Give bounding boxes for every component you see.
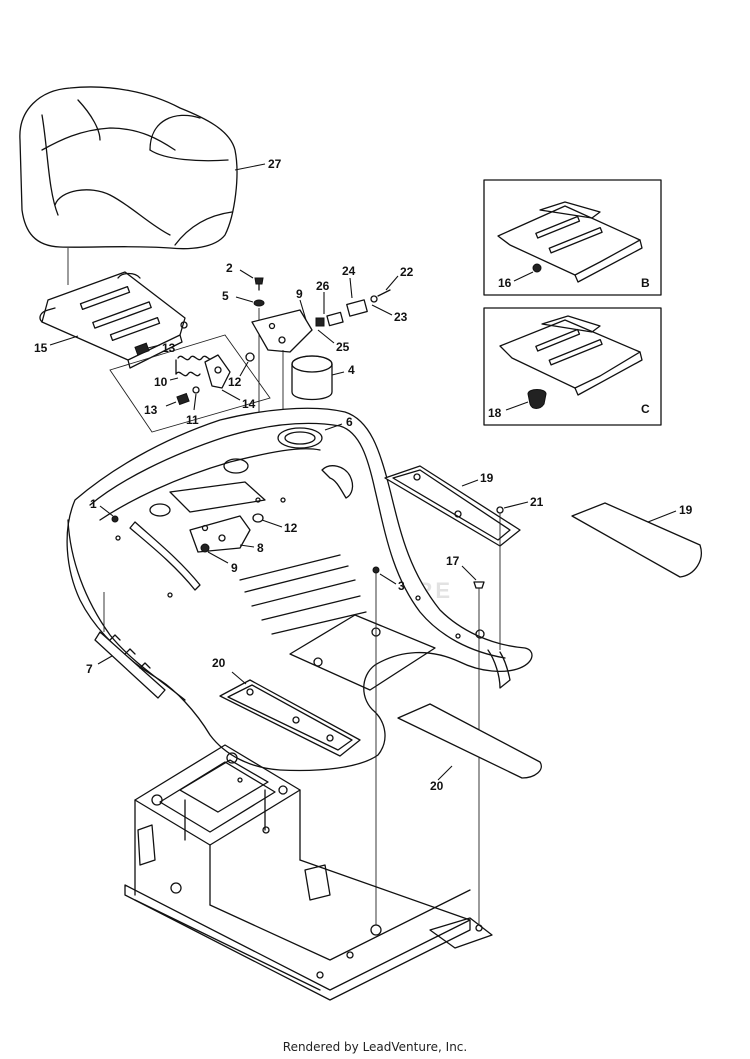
callout-12-lower: 12 (284, 521, 298, 535)
fastener-3 (372, 566, 380, 925)
leader-1 (99, 505, 114, 517)
callout-11: 11 (186, 413, 199, 427)
callout-18: 18 (488, 406, 502, 420)
callout-9-lower: 9 (231, 561, 238, 575)
washer-12-upper (245, 352, 255, 362)
adjust-lever (204, 354, 231, 389)
callout-3: 3 (398, 579, 405, 593)
callout-23: 23 (394, 310, 408, 324)
callout-5: 5 (222, 289, 229, 303)
bolt-13-lower (176, 392, 190, 406)
callout-14: 14 (242, 397, 256, 411)
upper-bracket (251, 309, 313, 353)
seat-pan (39, 271, 188, 369)
foot-mat-19-loose (571, 502, 702, 578)
leader-9-lower (207, 551, 229, 564)
inset-label-c: C (641, 402, 650, 416)
leader-7 (97, 655, 113, 665)
callout-8: 8 (257, 541, 264, 555)
callout-4: 4 (348, 363, 355, 377)
foot-mat-20-loose (397, 703, 542, 779)
leader-24 (349, 277, 353, 299)
bolt-13-upper (134, 342, 161, 356)
leader-12-lower (261, 519, 283, 528)
callout-19-loose: 19 (679, 503, 693, 517)
leader-10 (169, 377, 179, 381)
leader-3 (379, 573, 397, 585)
leader-27 (234, 163, 266, 171)
callout-22: 22 (400, 265, 414, 279)
leader-16 (513, 271, 534, 282)
callout-12-upper: 12 (228, 375, 242, 389)
leader-19-installed (461, 479, 479, 487)
tractor-frame (124, 744, 493, 1001)
leader-23 (371, 304, 393, 316)
leader-12-upper (239, 361, 249, 377)
leader-19-loose (647, 510, 677, 523)
washer-5 (253, 299, 265, 307)
nut-9-lower (200, 543, 210, 553)
callout-2: 2 (226, 261, 233, 275)
leader-13-lower (165, 401, 177, 407)
leader-5 (235, 296, 254, 303)
fender-body (66, 407, 533, 772)
foot-mat-20-installed (219, 679, 361, 757)
leader-17 (461, 565, 477, 581)
leader-20-loose (437, 765, 453, 781)
callout-1: 1 (90, 497, 97, 511)
callout-21: 21 (530, 495, 544, 509)
callout-19-installed: 19 (480, 471, 494, 485)
callout-6: 6 (346, 415, 353, 429)
hinge-parts (315, 289, 391, 327)
callout-13-lower: 13 (144, 403, 158, 417)
leader-9-upper (299, 299, 307, 321)
fastener-21 (496, 506, 504, 514)
render-credit: Rendered by LeadVenture, Inc. (282, 1040, 468, 1054)
spring (175, 355, 215, 377)
callout-24: 24 (342, 264, 356, 278)
leader-8 (239, 544, 255, 548)
callout-26: 26 (316, 279, 330, 293)
plug-1 (111, 515, 119, 523)
leader-2 (239, 269, 254, 279)
leader-11 (193, 393, 197, 411)
leader-25 (317, 329, 335, 344)
leader-18 (505, 401, 529, 411)
callout-27: 27 (268, 157, 282, 171)
leader-15 (49, 335, 79, 346)
leader-4 (331, 371, 345, 376)
inset-label-b: B (641, 276, 650, 290)
callout-16: 16 (498, 276, 512, 290)
inset-box-c (483, 307, 662, 426)
screw-2 (254, 277, 264, 291)
assembly-frame (109, 334, 271, 433)
callout-25: 25 (336, 340, 350, 354)
inset-box-b (483, 179, 662, 296)
adjust-rack (94, 631, 166, 699)
leader-14 (221, 389, 241, 401)
lower-bracket (189, 515, 251, 553)
callout-7: 7 (86, 662, 93, 676)
callout-10: 10 (154, 375, 168, 389)
callout-13-upper: 13 (162, 341, 176, 355)
leader-6 (324, 423, 343, 431)
callout-15: 15 (34, 341, 48, 355)
nut-11 (192, 386, 200, 394)
seat (19, 86, 238, 250)
callout-20-installed: 20 (212, 656, 226, 670)
fuel-cap (291, 355, 333, 401)
foot-mat-19-installed (384, 465, 521, 547)
callout-20-loose: 20 (430, 779, 444, 793)
leader-21 (503, 501, 529, 509)
leader-20-installed (231, 671, 247, 685)
callout-9-upper: 9 (296, 287, 303, 301)
leader-22 (385, 275, 399, 291)
callout-17: 17 (446, 554, 460, 568)
washer-12-lower (252, 513, 264, 523)
